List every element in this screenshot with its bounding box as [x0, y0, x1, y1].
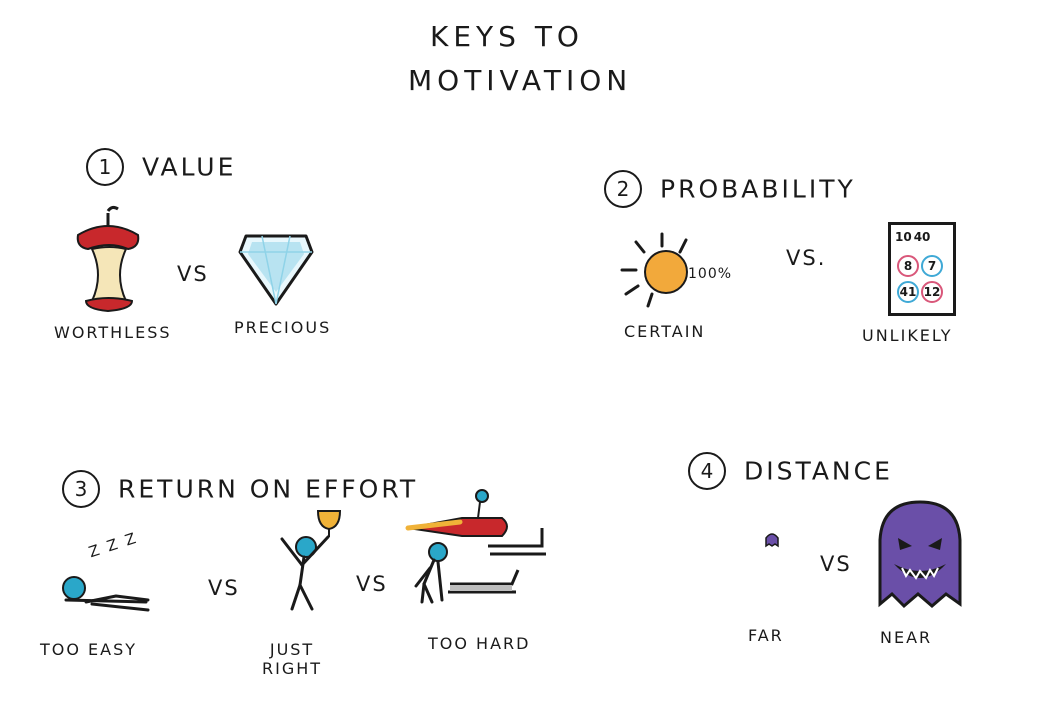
vs-label: VS [177, 262, 209, 286]
ticket-number: 8 [897, 255, 919, 277]
page-title-line1: KEYS TO [430, 20, 584, 53]
section-distance-heading: 4 DISTANCE [688, 452, 893, 490]
section-return-on-effort-heading: 3 RETURN ON EFFORT [62, 470, 418, 508]
apple-core-icon [76, 205, 140, 313]
label-certain: CERTAIN [624, 322, 706, 341]
label-worthless: WORTHLESS [54, 323, 172, 342]
label-just-right-line2: RIGHT [262, 659, 323, 678]
section-value-heading: 1 VALUE [86, 148, 236, 186]
ticket-number: 7 [921, 255, 943, 277]
ghost-monster-icon [878, 500, 962, 609]
section-title: PROBABILITY [660, 174, 856, 204]
label-near: NEAR [880, 628, 933, 647]
page-title-line2: MOTIVATION [408, 64, 633, 97]
ticket-number: 40 [913, 230, 931, 244]
ticket-number: 12 [921, 281, 943, 303]
diamond-icon [238, 234, 314, 306]
small-distant-ghost-icon [765, 533, 779, 548]
section-number: 2 [604, 170, 642, 208]
label-just-right: JUST RIGHT [262, 640, 322, 678]
ticket-number: 41 [897, 281, 919, 303]
vs-label: VS [356, 572, 388, 596]
label-unlikely: UNLIKELY [862, 326, 953, 345]
trophy-figure-icon [280, 510, 342, 611]
section-title: DISTANCE [744, 456, 893, 486]
section-number: 1 [86, 148, 124, 186]
label-precious: PRECIOUS [234, 318, 332, 337]
section-number: 3 [62, 470, 100, 508]
section-number: 4 [688, 452, 726, 490]
label-just-right-line1: JUST [269, 640, 315, 659]
label-far: FAR [748, 626, 784, 645]
sun-certainty-note: 100% [688, 266, 733, 282]
vs-label: VS [208, 576, 240, 600]
section-probability-heading: 2 PROBABILITY [604, 170, 856, 208]
label-too-easy: TOO EASY [40, 640, 138, 659]
sleep-zzz: z z z [86, 528, 140, 562]
vs-label: VS [820, 552, 852, 576]
section-title: RETURN ON EFFORT [118, 474, 419, 504]
sun-icon [620, 232, 688, 308]
ticket-number: 10 [895, 230, 912, 244]
label-too-hard: TOO HARD [428, 634, 531, 653]
sleeping-figure-icon [62, 576, 150, 612]
pole-vault-figure-icon [405, 489, 546, 604]
section-title: VALUE [142, 152, 237, 182]
vs-label: VS. [786, 246, 827, 270]
